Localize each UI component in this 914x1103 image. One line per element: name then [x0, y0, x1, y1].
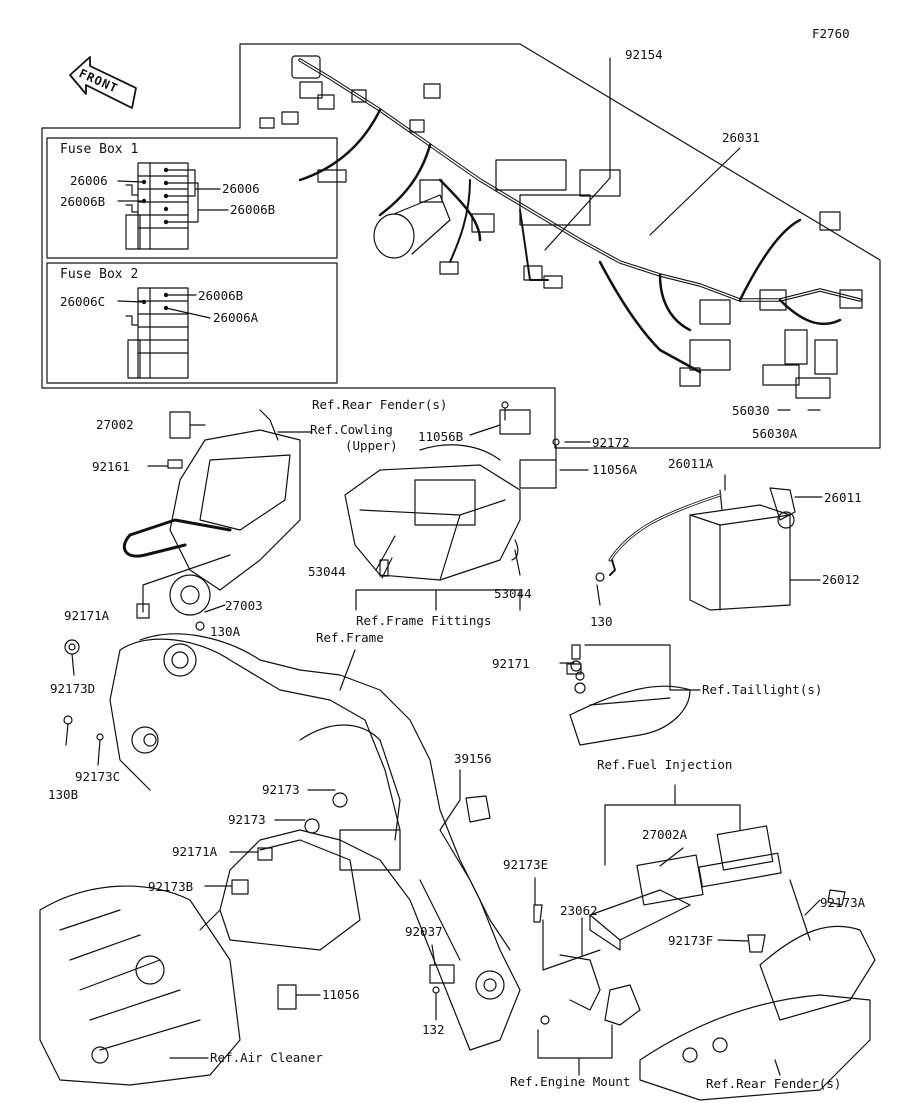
label-26011A: 26011A: [668, 456, 714, 471]
fuse-box-2-title: Fuse Box 2: [60, 267, 139, 282]
label-56030A: 56030A: [752, 426, 798, 441]
battery-tray: [344, 401, 591, 581]
figure-code: F2760: [812, 26, 850, 41]
fuse-box-1-label-26006B-right: 26006B: [230, 202, 276, 217]
front-direction-arrow: [69, 56, 137, 109]
label-11056: 11056: [322, 987, 360, 1002]
label-92173A: 92173A: [820, 895, 866, 910]
fuse-box-2-frame: [46, 262, 338, 384]
taillight: [559, 644, 701, 746]
label-26031: 26031: [722, 130, 760, 145]
fuse-box-2-label-26006B: 26006B: [198, 288, 244, 303]
label-92173F: 92173F: [668, 933, 714, 948]
label-56030: 56030: [732, 403, 770, 418]
label-ref-fuel-injection: Ref.Fuel Injection: [597, 757, 733, 772]
ecu-group: [540, 825, 876, 1101]
label-92173E: 92173E: [503, 857, 549, 872]
label-27002: 27002: [96, 417, 134, 432]
label-130: 130: [590, 614, 613, 629]
label-ref-taillight: Ref.Taillight(s): [702, 682, 823, 697]
label-ref-cowling: Ref.Cowling: [310, 422, 393, 437]
label-92161: 92161: [92, 459, 130, 474]
label-27003: 27003: [225, 598, 263, 613]
label-53044-right: 53044: [494, 586, 532, 601]
label-92171: 92171: [492, 656, 530, 671]
harness-callout-frame: [41, 43, 881, 449]
fuse-box-1-label-26006-right: 26006: [222, 181, 260, 196]
fuse-box-2-label-26006C: 26006C: [60, 294, 106, 309]
fuse-box-1-body: [117, 162, 229, 250]
label-ref-frame-fittings: Ref.Frame Fittings: [356, 613, 492, 628]
label-130A: 130A: [210, 624, 241, 639]
label-92173D: 92173D: [50, 681, 96, 696]
fuse-box-1-label-26006-left: 26006: [70, 173, 108, 188]
label-ref-frame: Ref.Frame: [316, 630, 384, 645]
label-ref-cowling-upper: (Upper): [345, 438, 398, 453]
label-92037: 92037: [405, 924, 443, 939]
label-ref-rear-fender-bottom: Ref.Rear Fender(s): [706, 1076, 842, 1091]
label-92154: 92154: [625, 47, 663, 62]
label-ref-rear-fender-top: Ref.Rear Fender(s): [312, 397, 448, 412]
label-92173B: 92173B: [148, 879, 194, 894]
label-92171A-mid: 92171A: [172, 844, 218, 859]
label-92172: 92172: [592, 435, 630, 450]
fuse-box-2-body: [117, 287, 211, 379]
label-11056A: 11056A: [592, 462, 638, 477]
fuse-box-1-label-26006B-left: 26006B: [60, 194, 106, 209]
motorcycle-frame: [109, 633, 521, 1051]
label-27002A: 27002A: [642, 827, 688, 842]
label-26011: 26011: [824, 490, 862, 505]
label-53044-left: 53044: [308, 564, 346, 579]
label-92173-upper: 92173: [262, 782, 300, 797]
fuse-box-1-title: Fuse Box 1: [60, 142, 139, 157]
air-cleaner-box: [39, 885, 241, 1086]
label-26012: 26012: [822, 572, 860, 587]
battery: [595, 474, 823, 611]
label-39156: 39156: [454, 751, 492, 766]
fuse-box-2-label-26006A: 26006A: [213, 310, 259, 325]
label-23062: 23062: [560, 903, 598, 918]
main-wiring-harness: [259, 55, 863, 399]
label-92171A-top: 92171A: [64, 608, 110, 623]
label-ref-engine-mount: Ref.Engine Mount: [510, 1074, 631, 1089]
label-ref-air-cleaner: Ref.Air Cleaner: [210, 1050, 323, 1065]
label-132: 132: [422, 1022, 445, 1037]
fuse-box-1-frame: [46, 137, 338, 259]
label-92173C: 92173C: [75, 769, 121, 784]
label-92173-lower: 92173: [228, 812, 266, 827]
label-130B: 130B: [48, 787, 79, 802]
relay-bracket-group: [122, 409, 301, 631]
label-11056B: 11056B: [418, 429, 464, 444]
